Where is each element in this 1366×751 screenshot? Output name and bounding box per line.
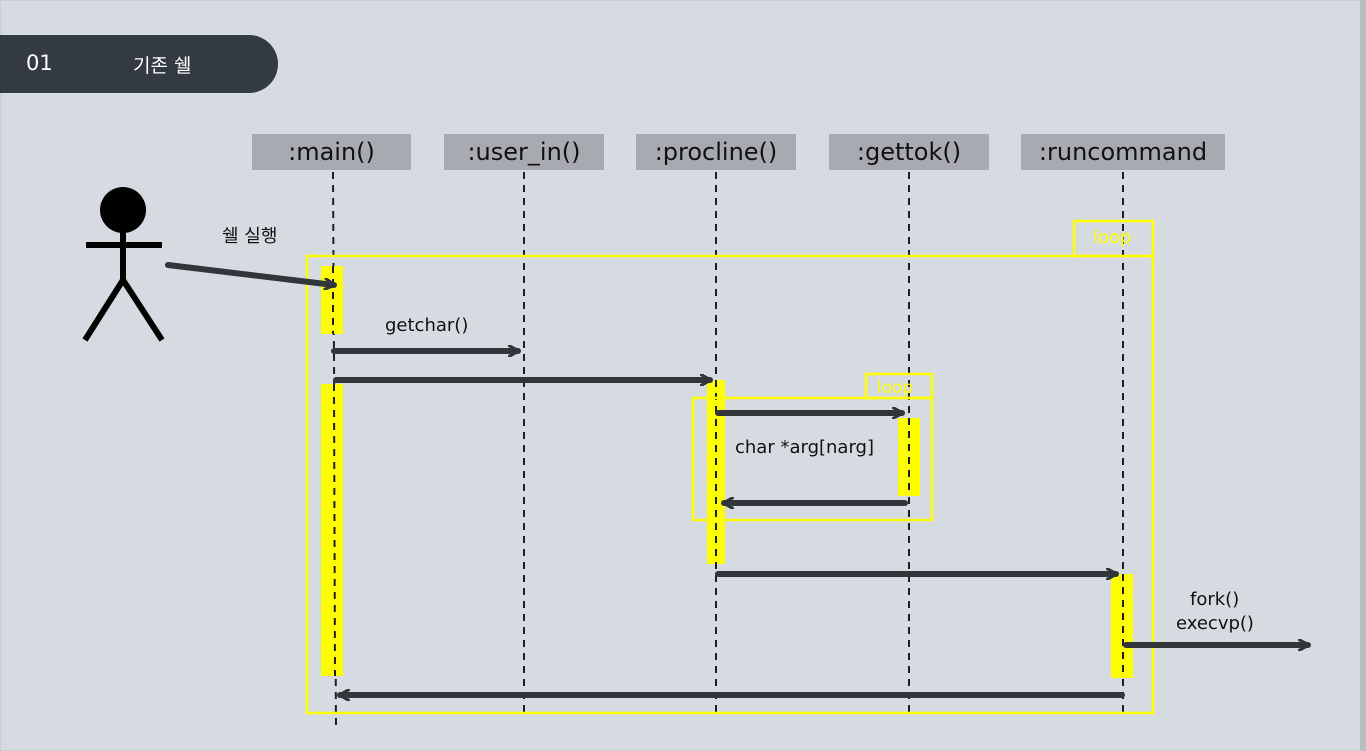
lifeline-gettok: :gettok(): [829, 134, 989, 170]
msg-label-char-arg: char *arg[narg]: [735, 437, 874, 458]
section-number: 01: [26, 51, 53, 75]
slide-edge: [1360, 0, 1366, 751]
activation-main-2: [321, 384, 343, 676]
msg-start-shell: [165, 262, 337, 285]
section-title: 기존 쉘: [133, 55, 192, 77]
outer-loop-label: loop: [1093, 227, 1131, 248]
section-title-tab: 01 기존 쉘: [0, 35, 278, 93]
inner-loop-tag: [864, 372, 934, 400]
actor-user: [82, 187, 165, 342]
msg-label-execvp: execvp(): [1176, 613, 1254, 634]
outer-loop-tag: [1072, 219, 1155, 258]
outer-loop-frame: [305, 254, 1155, 715]
lifeline-user-in: :user_in(): [444, 134, 604, 170]
inner-loop-label: loop: [877, 378, 913, 398]
msg-label-start-shell: 쉘 실행: [222, 226, 278, 247]
lifeline-main: :main(): [252, 134, 411, 170]
msg-label-getchar: getchar(): [385, 315, 469, 336]
inner-loop-frame: [691, 396, 934, 522]
lifeline-runcommand: :runcommand: [1021, 134, 1225, 170]
msg-label-fork: fork(): [1190, 589, 1240, 610]
lifeline-procline: :procline(): [636, 134, 796, 170]
